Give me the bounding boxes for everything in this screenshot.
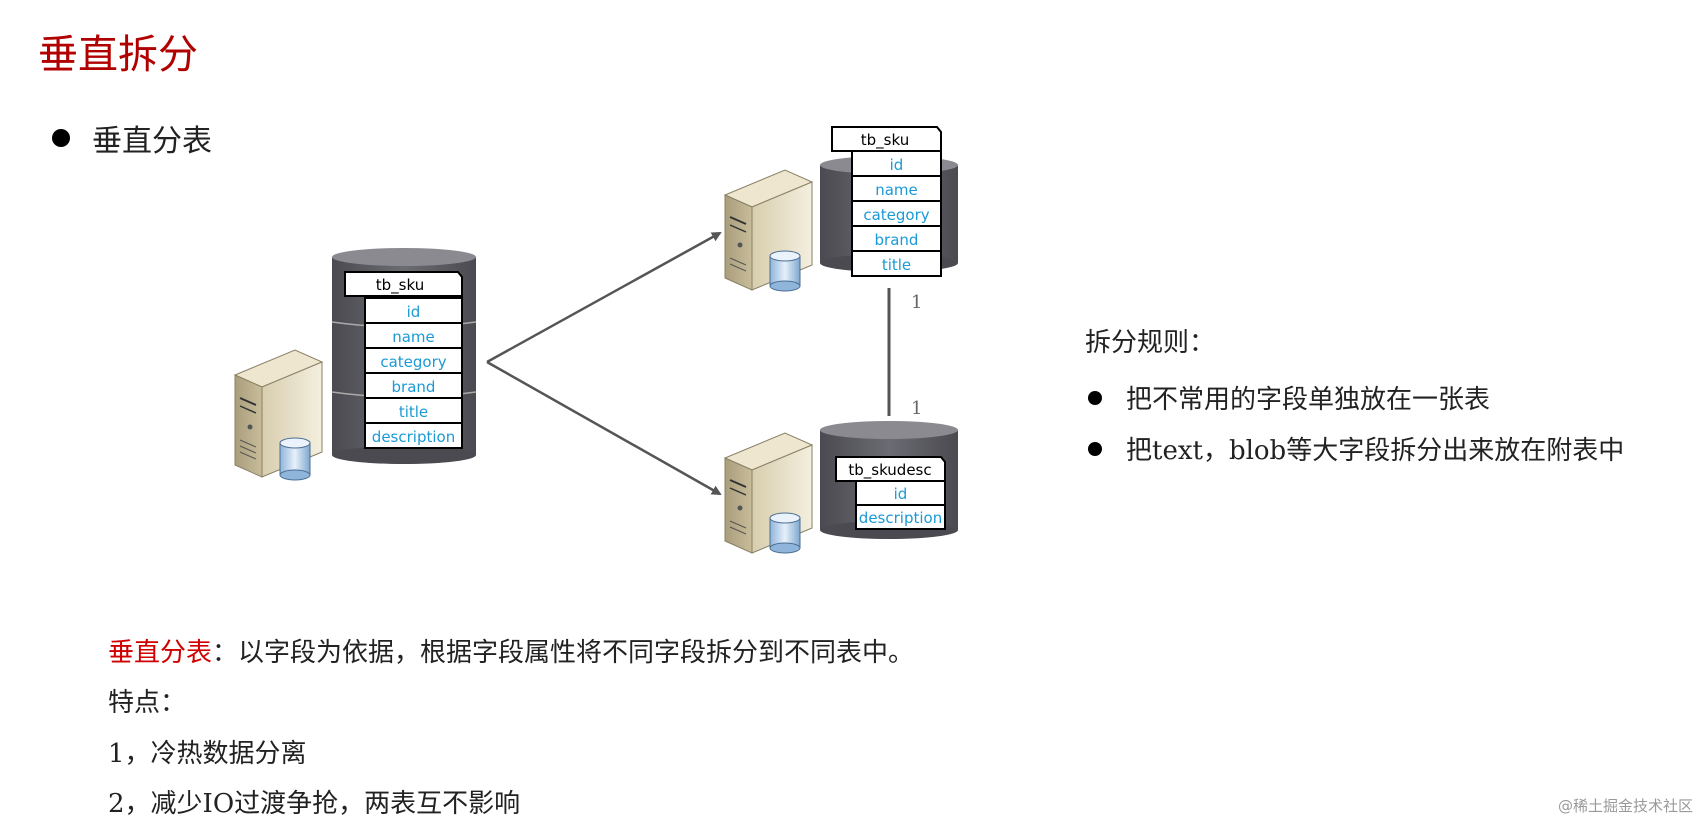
table-field-label: id (894, 485, 908, 503)
table-field-cell (364, 422, 463, 449)
rules-title: 拆分规则： (1085, 328, 1216, 358)
table-field-label: id (890, 156, 904, 174)
source-server-icon (233, 349, 324, 478)
main-bullet: 垂直分表 (52, 116, 212, 160)
rule-item: 把text，blob等大字段拆分出来放在附表中 (1088, 430, 1624, 467)
rule-item: 把不常用的字段单独放在一张表 (1088, 379, 1490, 416)
table-field-cell (851, 150, 942, 177)
features-title: 特点： (108, 688, 187, 718)
table-field-label: category (380, 353, 446, 371)
description-line: 垂直分表：以字段为依据，根据字段属性将不同字段拆分到不同表中。 (108, 632, 914, 669)
bottom-db-icon (769, 512, 801, 554)
table-field-cell (364, 322, 463, 349)
watermark: @稀土掘金技术社区 (1557, 797, 1693, 815)
bullet-dot-icon (1088, 390, 1102, 405)
page-title: 垂直拆分 (38, 32, 198, 78)
table-field-label: description (372, 428, 455, 446)
table-field-cell (855, 504, 946, 530)
top-table: tb_sku id name category brand title (831, 126, 942, 277)
table-field-label: name (392, 328, 435, 346)
source-table-fields: id name category brand title description (364, 297, 463, 449)
table-field-cell (851, 250, 942, 277)
bottom-table-fields: id description (855, 480, 946, 530)
source-db-icon (279, 437, 311, 481)
table-field-label: name (875, 181, 918, 199)
top-db-icon (769, 250, 801, 292)
main-bullet-label: 垂直分表 (92, 124, 212, 159)
table-field-label: id (407, 303, 421, 321)
rule-item-text: 把text，blob等大字段拆分出来放在附表中 (1126, 436, 1625, 466)
table-field-label: brand (875, 231, 919, 249)
table-field-label: title (882, 256, 911, 274)
description-highlight: 垂直分表 (108, 638, 213, 668)
table-field-cell (851, 225, 942, 252)
source-table: tb_sku id name category brand title descripti… (344, 271, 463, 449)
top-table-name: tb_sku (861, 131, 909, 150)
arrow-to-top (486, 231, 722, 364)
top-table-fields: id name category brand title (851, 150, 942, 277)
table-field-cell (364, 297, 463, 324)
table-field-label: description (859, 509, 942, 527)
arrow-to-bottom (486, 360, 722, 496)
table-field-cell (364, 347, 463, 374)
feature-item: 1，冷热数据分离 (108, 739, 307, 769)
table-field-label: title (399, 403, 428, 421)
table-field-cell (364, 397, 463, 424)
bottom-table-name: tb_skudesc (848, 461, 931, 480)
table-field-label: brand (392, 378, 436, 396)
table-field-label: category (863, 206, 929, 224)
source-table-name: tb_sku (376, 276, 424, 295)
description-text: ：以字段为依据，根据字段属性将不同字段拆分到不同表中。 (212, 638, 915, 668)
feature-item: 2，减少IO过渡争抢，两表互不影响 (108, 789, 521, 819)
bullet-dot-icon (1088, 441, 1102, 456)
relation-label-top: 1 (911, 292, 922, 313)
relation-label-bottom: 1 (911, 398, 922, 419)
table-field-cell (364, 372, 463, 399)
bullet-dot-icon (52, 129, 70, 147)
rule-item-text: 把不常用的字段单独放在一张表 (1126, 385, 1491, 415)
bottom-table: tb_skudesc id description (835, 456, 946, 530)
